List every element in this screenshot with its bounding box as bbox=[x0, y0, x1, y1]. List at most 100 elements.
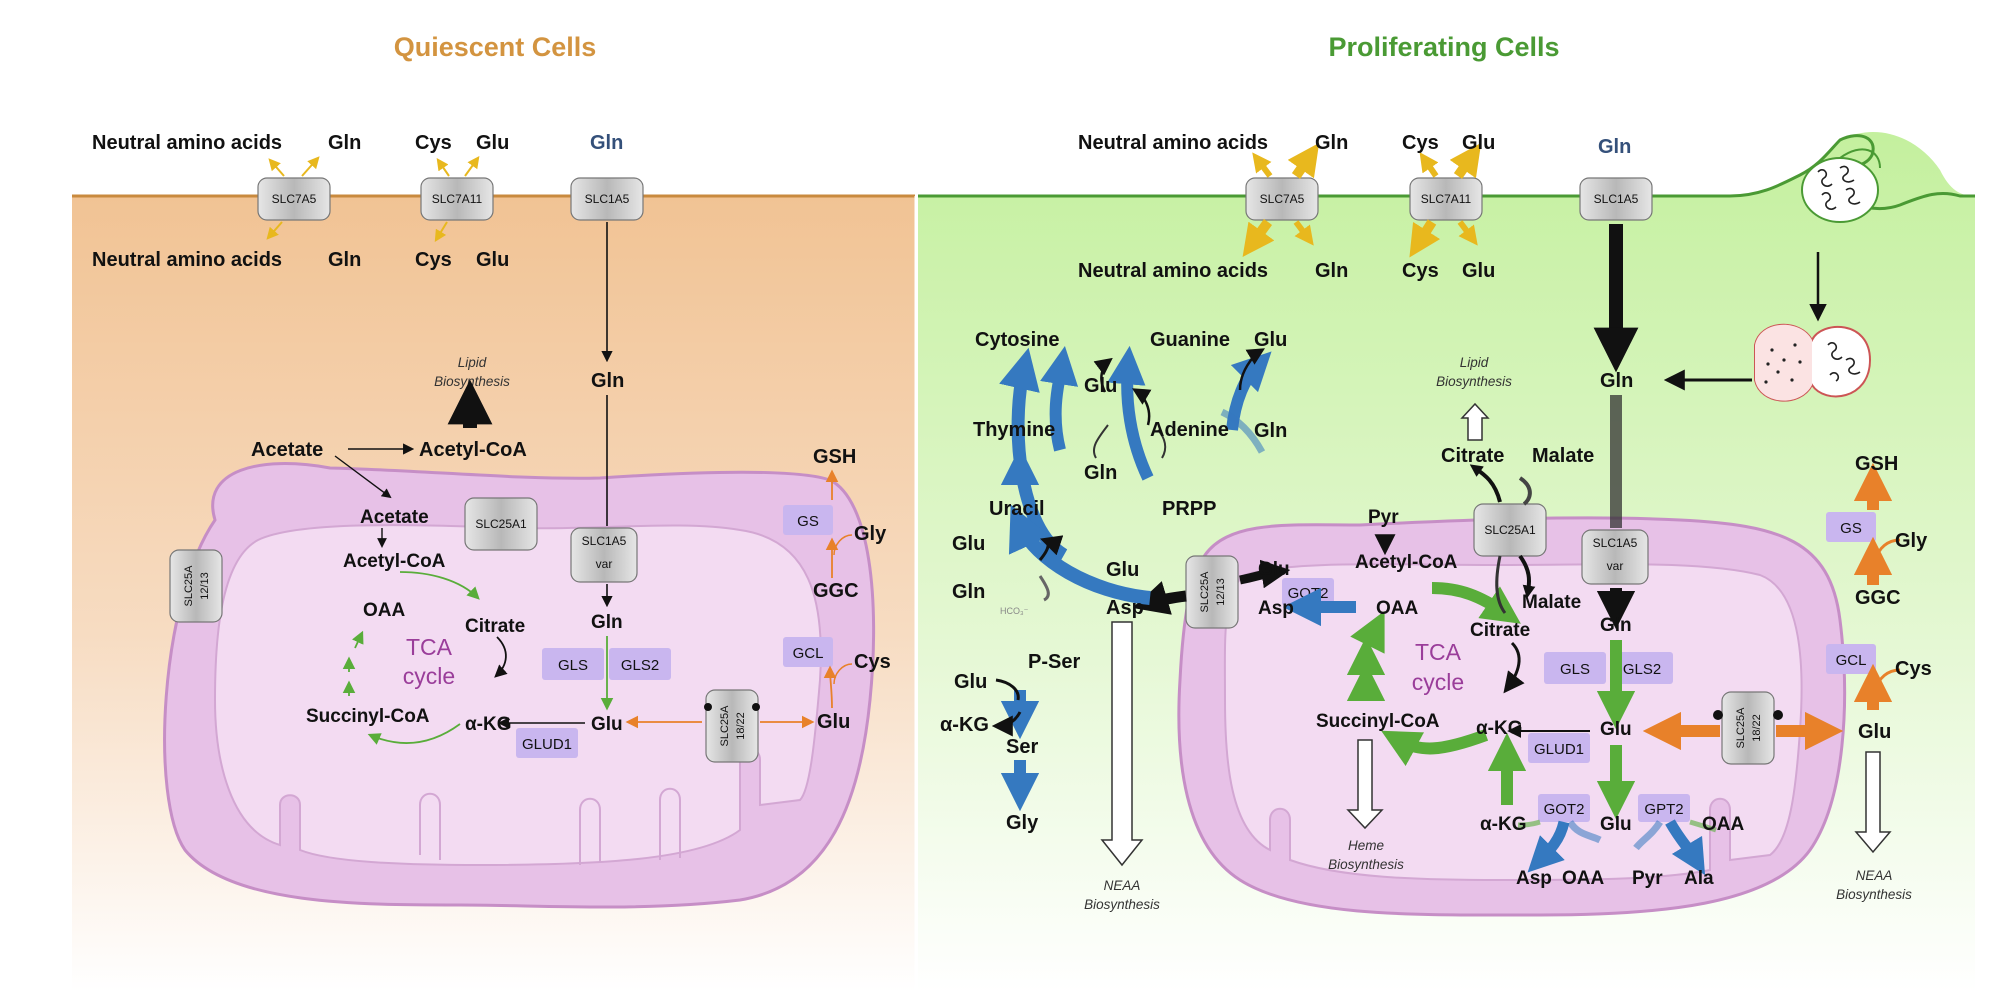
label-tca-cycle: cycle bbox=[403, 663, 455, 689]
label-ggc: GGC bbox=[1855, 587, 1901, 609]
label-glu-out: Glu bbox=[476, 132, 509, 154]
transporter-label: 12/13 bbox=[1215, 578, 1227, 606]
proliferating-title: Proliferating Cells bbox=[1328, 32, 1559, 62]
enzyme-gls bbox=[542, 648, 604, 680]
label-gln-adenine: Gln bbox=[1254, 420, 1287, 442]
lysosome bbox=[1754, 323, 1872, 402]
label-oaa-lower-2: OAA bbox=[1562, 868, 1605, 889]
label-acetate: Acetate bbox=[251, 439, 323, 461]
transporter-label: SLC25A1 bbox=[1484, 523, 1536, 537]
label-gsh: GSH bbox=[1855, 453, 1898, 475]
label-gsh: GSH bbox=[813, 446, 856, 468]
label-neutral-amino-acids-in: Neutral amino acids bbox=[92, 249, 282, 271]
label-gln-mito: Gln bbox=[591, 612, 623, 633]
label-acetyl-coa-mito: Acetyl-CoA bbox=[343, 551, 446, 572]
label-glu-right: Glu bbox=[817, 711, 850, 733]
transporter-slc25a12-13: SLC25A 12/13 bbox=[169, 549, 223, 623]
enzyme-gcl-label: GCL bbox=[793, 645, 824, 662]
quiescent-title: Quiescent Cells bbox=[394, 32, 597, 62]
transporter-label: var bbox=[596, 557, 613, 571]
label-thymine: Thymine bbox=[973, 419, 1055, 441]
label-asp-mito: Asp bbox=[1258, 598, 1294, 619]
transporter-label: SLC7A5 bbox=[272, 192, 317, 206]
transporter-slc25a18-22: SLC25A 18/22 bbox=[1713, 691, 1783, 765]
label-neaa-left: NEAA bbox=[1104, 878, 1141, 893]
transporter-label: 12/13 bbox=[199, 572, 211, 600]
label-lipid-biosynthesis: Biosynthesis bbox=[1436, 374, 1512, 389]
label-malate-cytosol: Malate bbox=[1532, 445, 1594, 467]
label-gln-cytosol: Gln bbox=[591, 370, 624, 392]
enzyme-glud1-label: GLUD1 bbox=[522, 736, 572, 753]
label-succinyl-coa: Succinyl-CoA bbox=[306, 706, 430, 727]
label-guanine: Guanine bbox=[1150, 329, 1230, 351]
label-glu-lower: Glu bbox=[1600, 814, 1632, 835]
label-glu-uracil: Glu bbox=[952, 533, 985, 555]
transporter-slc7a5: SLC7A5 bbox=[257, 177, 331, 221]
label-tca: TCA bbox=[406, 634, 453, 660]
label-gln-in: Gln bbox=[328, 249, 361, 271]
transporter-label: var bbox=[1607, 559, 1624, 573]
label-neutral-amino-acids-out: Neutral amino acids bbox=[1078, 132, 1268, 154]
label-tca: TCA bbox=[1415, 639, 1462, 665]
label-citrate-mito: Citrate bbox=[1470, 620, 1530, 641]
transporter-label: SLC7A11 bbox=[1421, 192, 1472, 206]
label-heme: Heme bbox=[1348, 838, 1384, 853]
label-alpha-kg-ser: α-KG bbox=[940, 714, 989, 736]
enzyme-got2-lower-label: GOT2 bbox=[1544, 801, 1585, 818]
quiescent-mitochondrion bbox=[163, 462, 876, 909]
label-acetyl-coa-mito: Acetyl-CoA bbox=[1355, 552, 1458, 573]
transporter-label: SLC25A bbox=[719, 705, 731, 747]
label-ggc: GGC bbox=[813, 580, 859, 602]
label-glu-ser: Glu bbox=[954, 671, 987, 693]
label-glu-mid: Glu bbox=[1084, 375, 1117, 397]
label-glu-mito: Glu bbox=[591, 714, 623, 735]
endocytic-vesicle bbox=[1801, 157, 1879, 223]
label-glu-in: Glu bbox=[1462, 260, 1495, 282]
label-citrate: Citrate bbox=[465, 616, 525, 637]
transporter-slc25a1: SLC25A1 bbox=[1473, 503, 1547, 557]
label-neaa-right: NEAA bbox=[1856, 868, 1893, 883]
transporter-label: SLC7A11 bbox=[432, 192, 483, 206]
enzyme-gls2-label: GLS2 bbox=[1623, 661, 1661, 678]
transporter-label: SLC25A bbox=[1735, 707, 1747, 749]
label-acetate-mito: Acetate bbox=[360, 507, 429, 528]
enzyme-gcl-label: GCL bbox=[1836, 652, 1867, 669]
label-prpp: PRPP bbox=[1162, 498, 1216, 520]
transporter-slc7a5: SLC7A5 bbox=[1245, 177, 1319, 221]
label-pyr-lower: Pyr bbox=[1632, 868, 1663, 889]
label-neaa-left-biosynthesis: Biosynthesis bbox=[1084, 897, 1160, 912]
label-pyr: Pyr bbox=[1368, 507, 1399, 528]
label-alpha-kg-lower: α-KG bbox=[1480, 814, 1527, 835]
enzyme-gls2 bbox=[609, 648, 671, 680]
transporter-label: SLC1A5 bbox=[1594, 192, 1639, 206]
enzyme-gls bbox=[1544, 652, 1606, 684]
label-asp-lower: Asp bbox=[1516, 868, 1552, 889]
enzyme-gcl bbox=[783, 637, 833, 667]
label-gln-out: Gln bbox=[1315, 132, 1348, 154]
label-cys-out: Cys bbox=[1402, 132, 1439, 154]
label-neutral-amino-acids-out: Neutral amino acids bbox=[92, 132, 282, 154]
transporter-slc25a1: SLC25A1 bbox=[464, 497, 538, 551]
label-glu-right: Glu bbox=[1858, 721, 1891, 743]
label-alpha-kg: α-KG bbox=[1476, 718, 1523, 739]
label-hco3: HCO₃⁻ bbox=[1000, 606, 1029, 616]
enzyme-gls2-label: GLS2 bbox=[621, 657, 659, 674]
label-oaa: OAA bbox=[1376, 598, 1419, 619]
label-gln-top: Gln bbox=[1598, 136, 1631, 158]
label-p-ser: P-Ser bbox=[1028, 651, 1080, 673]
label-glu-mito: Glu bbox=[1600, 719, 1632, 740]
label-glu-asp: Glu bbox=[1106, 559, 1139, 581]
enzyme-gls-label: GLS bbox=[1560, 661, 1590, 678]
label-alpha-kg: α-KG bbox=[465, 714, 512, 735]
label-citrate-cytosol: Citrate bbox=[1441, 445, 1504, 467]
label-cys-in: Cys bbox=[1402, 260, 1439, 282]
label-uracil: Uracil bbox=[989, 498, 1045, 520]
label-gly: Gly bbox=[1895, 530, 1928, 552]
transporter-label: SLC25A1 bbox=[475, 517, 527, 531]
proliferating-membrane bbox=[918, 134, 1975, 211]
label-glu-mito-in: Glu bbox=[1258, 559, 1290, 580]
label-lipid-biosynthesis: Biosynthesis bbox=[434, 374, 510, 389]
enzyme-gs-label: GS bbox=[1840, 520, 1862, 537]
quiescent-panel: Quiescent Cells SLC7A5 SLC7A11 SLC1A5 SL… bbox=[72, 32, 915, 992]
